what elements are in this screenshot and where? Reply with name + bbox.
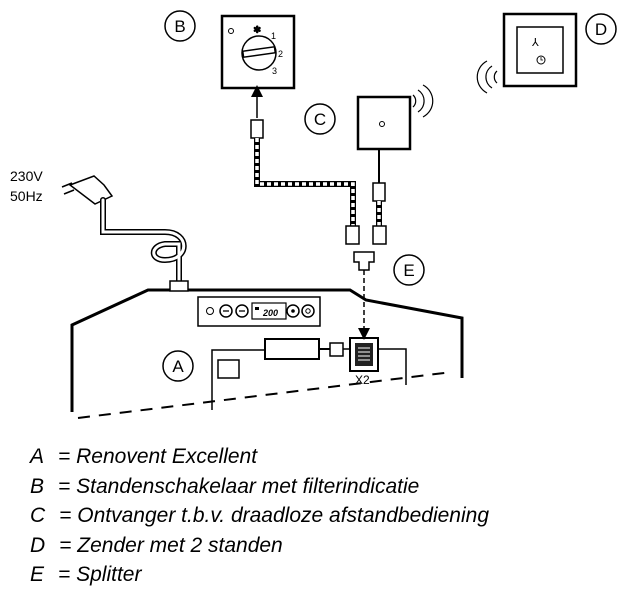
switch-pos-3: 3 bbox=[272, 66, 277, 76]
x2-connector: X2 bbox=[349, 337, 379, 387]
legend-item: D= Zender met 2 standen bbox=[30, 533, 283, 557]
transmitter-d: ⅄ bbox=[476, 12, 578, 94]
fan-icon: ✽ bbox=[253, 25, 261, 36]
callout-d: D bbox=[585, 13, 617, 45]
legend-item: A= Renovent Excellent bbox=[30, 445, 258, 468]
svg-text:D: D bbox=[595, 20, 607, 39]
callout-b: B bbox=[164, 10, 196, 42]
power-frequency: 50Hz bbox=[10, 188, 43, 204]
svg-text:A: A bbox=[172, 357, 184, 376]
callout-a: A bbox=[162, 350, 194, 382]
switch-b: ✽ 1 2 3 bbox=[220, 14, 296, 118]
cable-c bbox=[372, 150, 387, 245]
plug-icon bbox=[68, 175, 114, 205]
callout-e: E bbox=[393, 254, 425, 286]
display-value: 200 bbox=[262, 308, 278, 318]
legend-item: B= Standenschakelaar met filterindicatie bbox=[30, 474, 420, 498]
x2-label: X2 bbox=[355, 373, 370, 387]
splitter-e bbox=[353, 251, 375, 340]
power-voltage: 230V bbox=[10, 168, 43, 184]
switch-pos-1: 1 bbox=[271, 31, 276, 41]
renovent-unit bbox=[70, 288, 464, 419]
control-panel: 200 bbox=[197, 296, 321, 327]
switch-pos-2: 2 bbox=[278, 49, 283, 59]
svg-text:C: C bbox=[314, 110, 326, 129]
power-cable: 230V 50Hz bbox=[10, 168, 189, 292]
legend: A= Renovent Excellent B= Standenschakela… bbox=[30, 442, 489, 590]
fan-icon: ⅄ bbox=[531, 37, 539, 49]
internal-board bbox=[211, 338, 407, 410]
svg-text:B: B bbox=[174, 17, 185, 36]
wiring-diagram: 200 X2 230V 50Hz ✽ bbox=[10, 10, 617, 419]
callout-c: C bbox=[304, 103, 336, 135]
legend-item: C= Ontvanger t.b.v. draadloze afstandbed… bbox=[30, 504, 489, 527]
legend-item: E= Splitter bbox=[30, 563, 142, 586]
cable-b bbox=[250, 119, 360, 245]
receiver-c bbox=[356, 84, 434, 151]
svg-text:E: E bbox=[403, 261, 414, 280]
